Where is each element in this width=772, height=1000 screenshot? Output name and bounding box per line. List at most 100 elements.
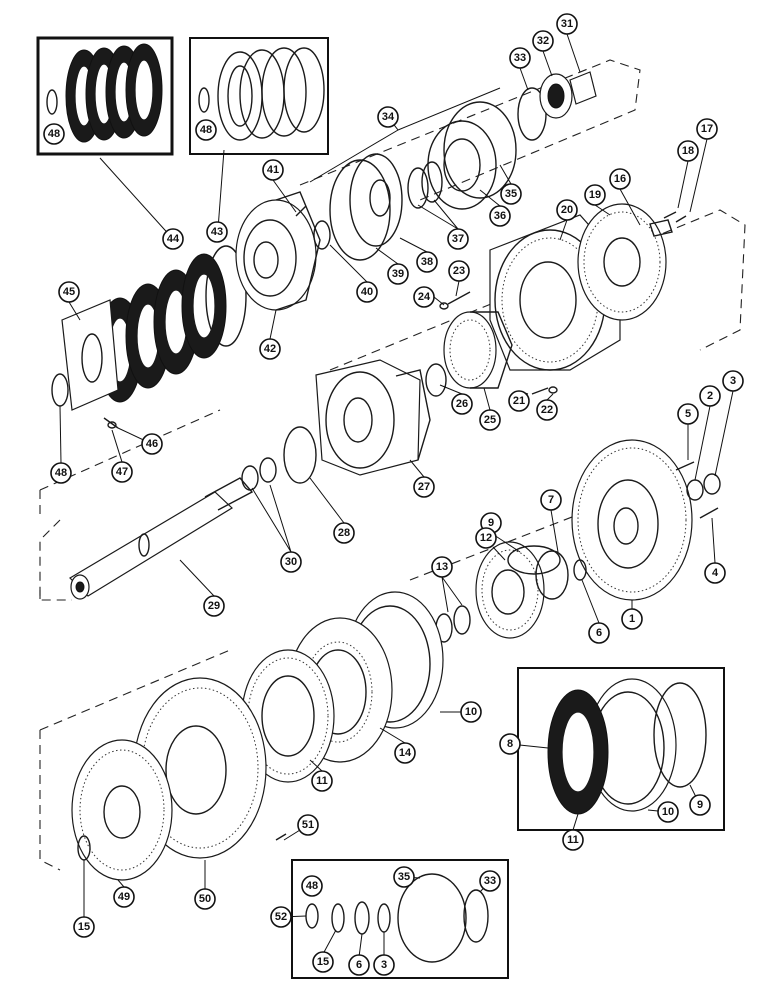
svg-text:49: 49 — [118, 891, 130, 903]
clutch-disc-stack — [97, 245, 247, 403]
svg-text:13: 13 — [436, 561, 448, 573]
callout-43: 43 — [206, 221, 228, 243]
svg-text:10: 10 — [465, 706, 477, 718]
svg-text:47: 47 — [116, 466, 128, 478]
svg-text:9: 9 — [488, 517, 494, 529]
callout-32: 32 — [532, 30, 554, 52]
svg-text:40: 40 — [361, 286, 373, 298]
callout-3: 3 — [722, 370, 744, 392]
housing-27 — [283, 359, 431, 484]
callout-15: 15 — [73, 916, 95, 938]
svg-text:20: 20 — [561, 204, 573, 216]
svg-text:35: 35 — [505, 188, 517, 200]
callout-inset-bottom-6: 6 — [348, 954, 370, 976]
output-shaft — [69, 457, 277, 600]
callout-42: 42 — [259, 338, 281, 360]
callout-31: 31 — [556, 13, 578, 35]
callout-inset-bottom-35: 35 — [393, 866, 415, 888]
svg-text:27: 27 — [418, 481, 430, 493]
svg-text:37: 37 — [452, 233, 464, 245]
callout-41: 41 — [262, 159, 284, 181]
inset-friction-discs — [36, 36, 174, 156]
svg-text:4: 4 — [712, 567, 719, 579]
callout-40: 40 — [356, 281, 378, 303]
callout-2: 2 — [699, 385, 721, 407]
svg-text:7: 7 — [548, 494, 554, 506]
callout-inset-bottom-48: 48 — [301, 875, 323, 897]
callouts: 1 2 3 4 5 6 7 9 10 11 12 13 14 15 16 17 … — [43, 13, 744, 976]
svg-text:35: 35 — [398, 871, 410, 883]
svg-text:33: 33 — [484, 875, 496, 887]
clutch-drum-42 — [235, 191, 321, 311]
svg-text:36: 36 — [494, 210, 506, 222]
svg-text:46: 46 — [146, 438, 158, 450]
callout-inset-right-9: 9 — [689, 794, 711, 816]
svg-text:33: 33 — [514, 52, 526, 64]
callout-39: 39 — [387, 263, 409, 285]
callout-35: 35 — [500, 183, 522, 205]
callout-12: 12 — [475, 527, 497, 549]
callout-27: 27 — [413, 476, 435, 498]
svg-text:1: 1 — [629, 613, 635, 625]
svg-text:48: 48 — [200, 124, 212, 136]
callout-5: 5 — [677, 403, 699, 425]
svg-text:14: 14 — [399, 747, 412, 759]
svg-text:51: 51 — [302, 819, 314, 831]
callout-25: 25 — [479, 409, 501, 431]
callout-6: 6 — [588, 622, 610, 644]
svg-text:43: 43 — [211, 226, 223, 238]
svg-text:32: 32 — [537, 35, 549, 47]
svg-text:48: 48 — [306, 880, 318, 892]
callout-inset-bottom-3: 3 — [373, 954, 395, 976]
svg-text:41: 41 — [267, 164, 279, 176]
svg-text:3: 3 — [730, 375, 736, 387]
callout-49: 49 — [113, 886, 135, 908]
callout-13: 13 — [431, 556, 453, 578]
gear-19 — [577, 203, 687, 321]
svg-text:44: 44 — [167, 233, 180, 245]
callout-21: 21 — [508, 390, 530, 412]
svg-text:29: 29 — [208, 600, 220, 612]
callout-inset-right-8: 8 — [499, 733, 521, 755]
svg-text:6: 6 — [596, 627, 602, 639]
svg-text:2: 2 — [707, 390, 713, 402]
callout-37: 37 — [447, 228, 469, 250]
svg-text:48: 48 — [48, 128, 60, 140]
pressure-plate-45 — [51, 299, 119, 429]
callout-4: 4 — [704, 562, 726, 584]
svg-text:42: 42 — [264, 343, 276, 355]
callout-44: 44 — [162, 228, 184, 250]
callout-inset-bottom-52: 52 — [270, 906, 292, 928]
svg-text:18: 18 — [682, 145, 694, 157]
svg-text:52: 52 — [275, 911, 287, 923]
svg-text:15: 15 — [78, 921, 90, 933]
callout-47: 47 — [111, 461, 133, 483]
callout-23: 23 — [448, 260, 470, 282]
housing-49-50 — [71, 677, 287, 881]
callout-29: 29 — [203, 595, 225, 617]
callout-18: 18 — [677, 140, 699, 162]
callout-7: 7 — [540, 489, 562, 511]
svg-text:5: 5 — [685, 408, 691, 420]
callout-inset-top-mid-48: 48 — [195, 119, 217, 141]
callout-19: 19 — [584, 184, 606, 206]
svg-text:11: 11 — [567, 834, 579, 846]
svg-text:28: 28 — [338, 527, 350, 539]
svg-text:23: 23 — [453, 265, 465, 277]
bearing-31-32-33 — [517, 71, 597, 141]
callout-17: 17 — [696, 118, 718, 140]
svg-text:11: 11 — [316, 775, 328, 787]
svg-text:26: 26 — [456, 398, 468, 410]
svg-text:3: 3 — [381, 959, 387, 971]
hub-25 — [425, 291, 558, 397]
svg-text:6: 6 — [356, 959, 362, 971]
svg-text:17: 17 — [701, 123, 713, 135]
svg-text:9: 9 — [697, 799, 703, 811]
callout-inset-top-left-48: 48 — [43, 123, 65, 145]
svg-text:34: 34 — [382, 111, 395, 123]
callout-24: 24 — [413, 286, 435, 308]
svg-text:38: 38 — [421, 256, 433, 268]
callout-48: 48 — [50, 462, 72, 484]
callout-20: 20 — [556, 199, 578, 221]
